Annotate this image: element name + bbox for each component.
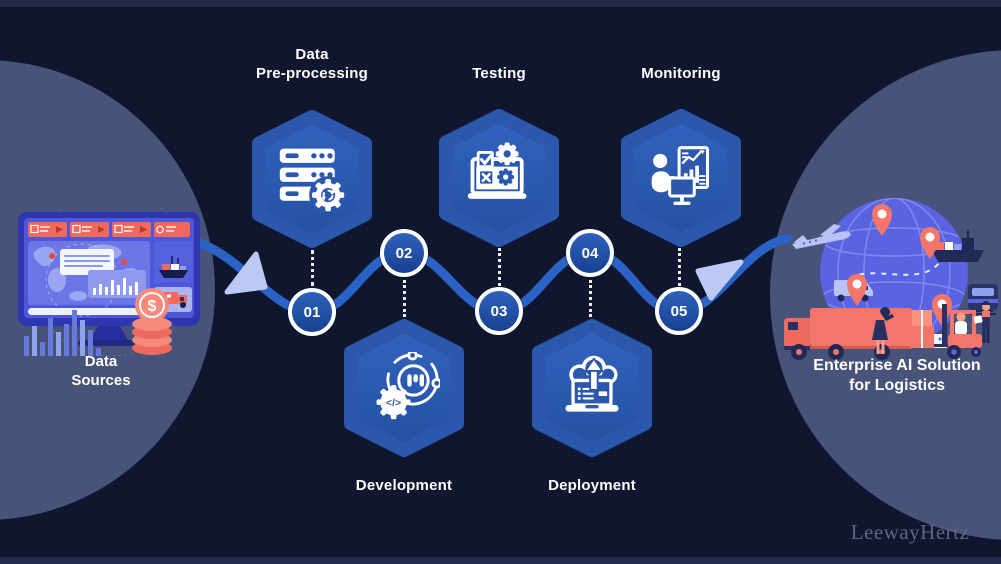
connector-step-04 <box>588 280 592 317</box>
step-badge-02: 02 <box>380 229 428 277</box>
hexagon-testing <box>439 109 559 247</box>
step-badge-03: 03 <box>475 287 523 335</box>
hexagon-monitoring <box>621 109 741 247</box>
hexagon-deployment <box>532 319 652 457</box>
label-enterprise-ai-solution: Enterprise AI Solution for Logistics <box>813 357 981 394</box>
flow-arrow-left-icon <box>224 251 268 295</box>
step-badge-05: 05 <box>655 287 703 335</box>
logistics-globe-illustration <box>784 198 998 360</box>
brand-logo: LeewayHertz <box>850 520 970 544</box>
svg-text:</>: </> <box>386 398 401 409</box>
label-testing: Testing <box>472 65 526 82</box>
hexagon-data-pre-processing <box>252 110 372 248</box>
laptop-cloud-upload-icon <box>565 355 619 412</box>
step-number: 02 <box>395 244 413 262</box>
top-edge-strip <box>0 0 1001 7</box>
label-monitoring: Monitoring <box>641 65 721 82</box>
connector-step-01 <box>310 250 314 286</box>
data-sources-dashboard-illustration: $ <box>18 208 200 357</box>
bottom-edge-strip <box>0 557 1001 564</box>
label-data-pre-processing: Data Pre-processing <box>255 46 368 82</box>
label-data-sources: Data Sources <box>71 353 131 389</box>
server-stack-gear-icon <box>279 148 348 215</box>
connector-step-02 <box>402 280 406 317</box>
step-number: 03 <box>490 302 508 320</box>
label-development: Development <box>355 477 453 494</box>
gear-code-orbit-icon: </> <box>376 352 440 420</box>
connector-step-03 <box>497 248 501 286</box>
step-badge-04: 04 <box>566 229 614 277</box>
svg-text:$: $ <box>148 298 157 315</box>
laptop-checklist-gears-icon <box>467 142 527 199</box>
connector-step-05 <box>677 248 681 286</box>
hexagon-development: </> <box>344 319 464 457</box>
step-number: 05 <box>670 302 688 320</box>
step-badge-01: 01 <box>288 288 336 336</box>
analyst-dashboard-icon <box>651 146 710 205</box>
hexagon-shape <box>344 319 464 457</box>
flow-arrow-right-icon <box>695 259 744 301</box>
step-number: 01 <box>303 303 321 321</box>
step-number: 04 <box>581 244 599 262</box>
label-deployment: Deployment <box>548 477 636 494</box>
